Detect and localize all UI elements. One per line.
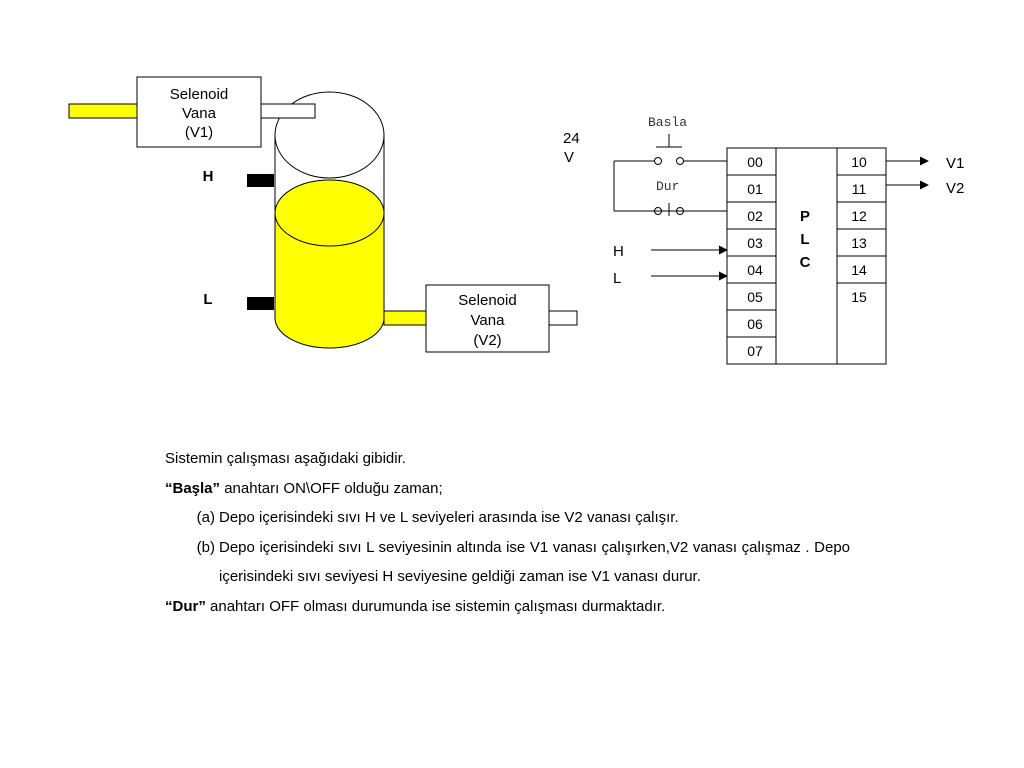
process-diagram: Selenoid Vana (V1) H L Selenoid Vana — [68, 76, 964, 365]
start-switch-label: Basla — [648, 115, 687, 130]
valve-v2-label-line1: Selenoid — [458, 292, 516, 309]
plc-output-terminal: 15 — [851, 289, 867, 305]
stop-text: anahtarı OFF olması durumunda ise sistem… — [205, 597, 666, 615]
item-b-text: Depo içerisindeki sıvı L seviyesinin alt… — [219, 538, 850, 586]
sensor-h-label: H — [203, 168, 214, 185]
plc-input-terminal: 03 — [747, 235, 763, 251]
item-b-mark: (b) — [196, 538, 215, 556]
plc-input-column: 00 01 02 03 04 05 06 07 — [727, 154, 776, 359]
valve-v1-label-line1: Selenoid — [170, 86, 228, 103]
plc-output-terminal: 12 — [851, 208, 867, 224]
plc-title-letter: L — [800, 231, 809, 248]
description-item-a: (a) Depo içerisindeki sıvı H ve L seviye… — [165, 503, 850, 533]
stop-switch: Dur — [614, 179, 727, 216]
item-a-text: Depo içerisindeki sıvı H ve L seviyeleri… — [219, 509, 679, 526]
liquid-surface — [274, 179, 385, 247]
description-start: “Başla” anahtarı ON\OFF olduğu zaman; — [165, 474, 850, 504]
plc-title-letter: P — [800, 208, 810, 225]
plc-input-terminal: 00 — [747, 154, 763, 170]
valve-v1-label-line3: (V1) — [185, 124, 213, 141]
item-a-mark: (a) — [196, 509, 215, 526]
plc-input-terminal: 01 — [747, 181, 763, 197]
plc-block: 00 01 02 03 04 05 06 07 10 11 12 13 14 15 PLC — [726, 147, 887, 365]
valve-v2-label-line2: Vana — [471, 312, 506, 329]
description-intro: Sistemin çalışması aşağıdaki gibidir. — [165, 450, 406, 467]
supply-voltage-line2: V — [564, 149, 574, 166]
sensor-l-label: L — [203, 291, 212, 308]
plc-input-h-label: H — [613, 243, 624, 260]
start-key: “Başla” — [165, 479, 221, 497]
v2-outlet-pipe — [548, 310, 578, 326]
start-text: anahtarı ON\OFF olduğu zaman; — [220, 479, 443, 497]
plc-input-l-label: L — [613, 270, 621, 287]
tank-assembly: Selenoid Vana (V1) H L Selenoid Vana — [68, 76, 578, 353]
valve-v1-box: Selenoid Vana (V1) — [136, 76, 262, 148]
supply-voltage-line1: 24 — [563, 130, 580, 147]
plc-output-terminal: 11 — [852, 181, 867, 197]
plc-input-terminal: 07 — [747, 343, 763, 359]
description-item-b: (b) Depo içerisindeki sıvı L seviyesinin… — [165, 533, 850, 592]
valve-v2-label-line3: (V2) — [473, 332, 501, 349]
description: Sistemin çalışması aşağıdaki gibidir. “B… — [165, 444, 850, 621]
plc-output-terminal: 10 — [851, 154, 867, 170]
tank — [274, 91, 385, 349]
sensor-h — [247, 174, 274, 187]
plc-output-v1-label: V1 — [946, 155, 964, 172]
start-switch: Basla — [614, 115, 727, 165]
stop-key: “Dur” — [165, 597, 206, 615]
stop-switch-label: Dur — [656, 179, 679, 194]
plc-input-terminal: 06 — [747, 316, 763, 332]
description-stop: “Dur” anahtarı OFF olması durumunda ise … — [165, 592, 850, 622]
plc-output-terminal: 13 — [851, 235, 867, 251]
inlet-pipe — [68, 103, 138, 119]
v2-inlet-pipe — [383, 310, 427, 326]
plc-input-terminal: 05 — [747, 289, 763, 305]
valve-v2-box: Selenoid Vana (V2) — [425, 284, 550, 353]
sensor-l — [247, 297, 274, 310]
plc-output-v2-label: V2 — [946, 180, 964, 197]
plc-input-terminal: 02 — [747, 208, 763, 224]
plc-title-letter: C — [800, 254, 811, 271]
plc-wiring: 24 V Basla Dur H L — [563, 115, 964, 365]
plc-output-column: 10 11 12 13 14 15 — [837, 154, 886, 305]
plc-title: PLC — [800, 208, 811, 271]
valve-v1-label-line2: Vana — [182, 105, 217, 122]
plc-output-terminal: 14 — [851, 262, 867, 278]
plc-input-terminal: 04 — [747, 262, 763, 278]
v1-outlet-pipe — [260, 103, 316, 119]
tank-liquid — [274, 212, 385, 349]
